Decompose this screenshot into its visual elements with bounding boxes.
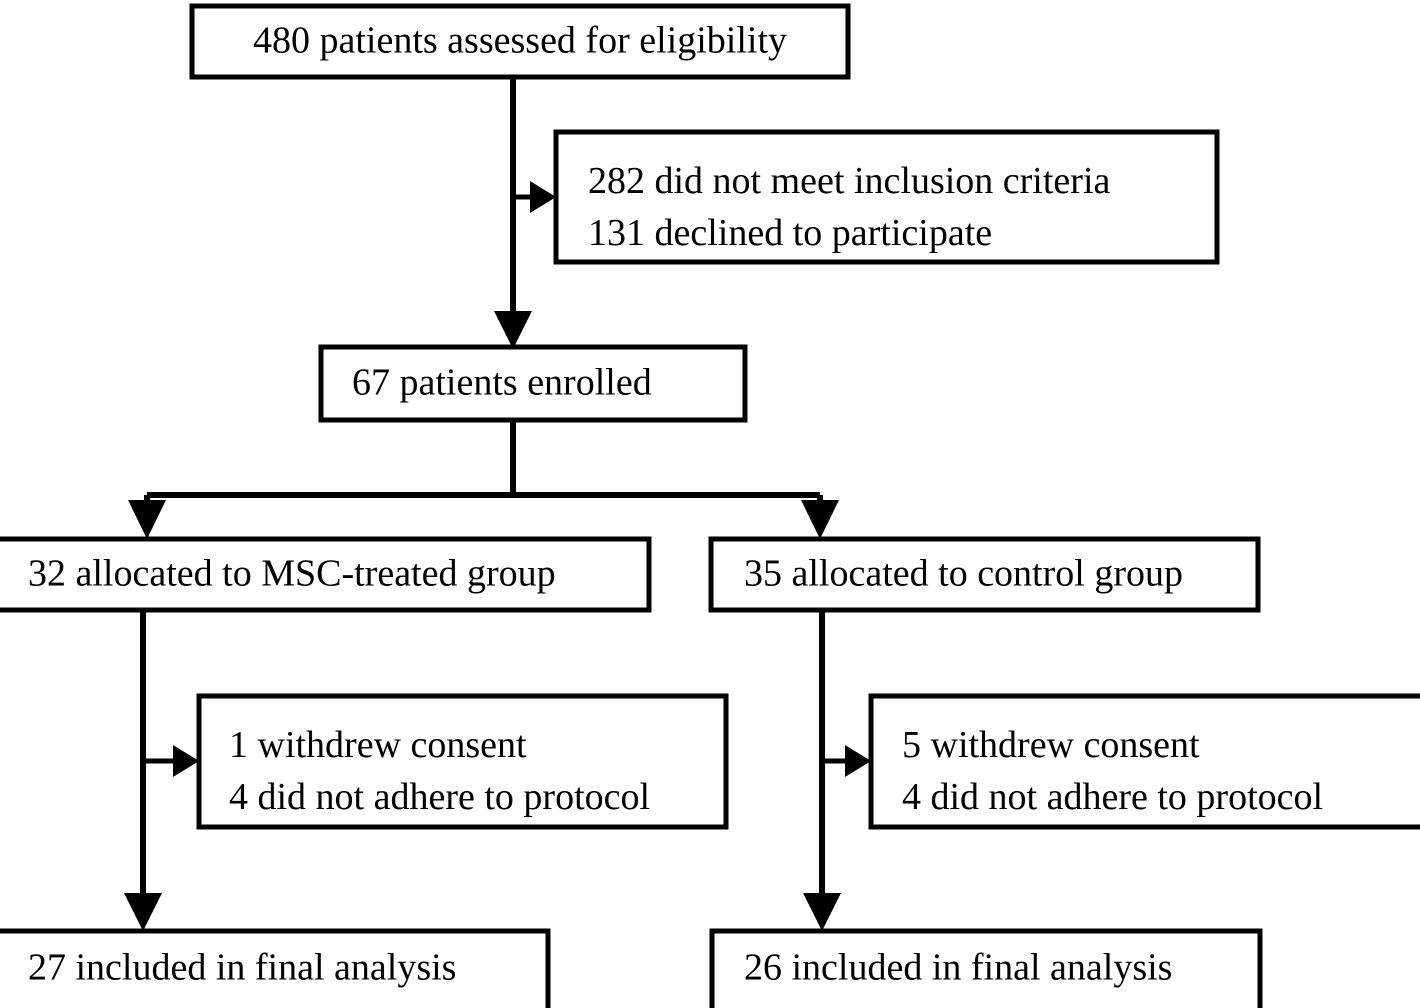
allocated-control-group-box[interactable]: 35 allocated to control group <box>708 536 1261 613</box>
msc-final-analysis-box[interactable]: 27 included in final analysis <box>0 928 551 1008</box>
enrolled-box[interactable]: 67 patients enrolled <box>318 344 748 423</box>
connector-msc-to-losses <box>143 745 199 777</box>
connector-enrolled-to-msc <box>128 420 516 539</box>
excluded-declined-label: 131 declined to participate <box>588 212 992 254</box>
excluded-box[interactable]: 282 did not meet inclusion criteria 131 … <box>553 129 1220 265</box>
allocated-msc-group-label: 32 allocated to MSC-treated group <box>28 553 556 595</box>
connector-msc-to-final <box>124 610 162 931</box>
connector-control-to-final <box>803 610 841 931</box>
excluded-criteria-label: 282 did not meet inclusion criteria <box>588 160 1111 202</box>
connector-enrolled-to-control <box>513 492 839 539</box>
control-final-analysis-box[interactable]: 26 included in final analysis <box>709 928 1263 1008</box>
msc-final-analysis-label: 27 included in final analysis <box>28 947 456 989</box>
allocated-control-group-label: 35 allocated to control group <box>744 553 1183 595</box>
allocated-msc-group-box[interactable]: 32 allocated to MSC-treated group <box>0 536 652 613</box>
control-group-losses-box[interactable]: 5 withdrew consent 4 did not adhere to p… <box>868 693 1420 830</box>
msc-group-losses-box[interactable]: 1 withdrew consent 4 did not adhere to p… <box>196 693 729 830</box>
msc-protocol-deviation-label: 4 did not adhere to protocol <box>229 776 650 818</box>
assessed-for-eligibility-label: 480 patients assessed for eligibility <box>253 20 787 62</box>
control-withdrew-consent-label: 5 withdrew consent <box>902 724 1200 766</box>
connector-assessed-to-enrolled <box>494 77 532 349</box>
control-protocol-deviation-label: 4 did not adhere to protocol <box>902 776 1323 818</box>
control-final-analysis-label: 26 included in final analysis <box>744 947 1172 989</box>
connector-control-to-losses <box>822 745 871 777</box>
msc-withdrew-consent-label: 1 withdrew consent <box>229 724 527 766</box>
enrolled-label: 67 patients enrolled <box>352 362 652 404</box>
assessed-for-eligibility-box[interactable]: 480 patients assessed for eligibility <box>189 3 851 80</box>
connector-assessed-to-excluded <box>513 181 556 213</box>
